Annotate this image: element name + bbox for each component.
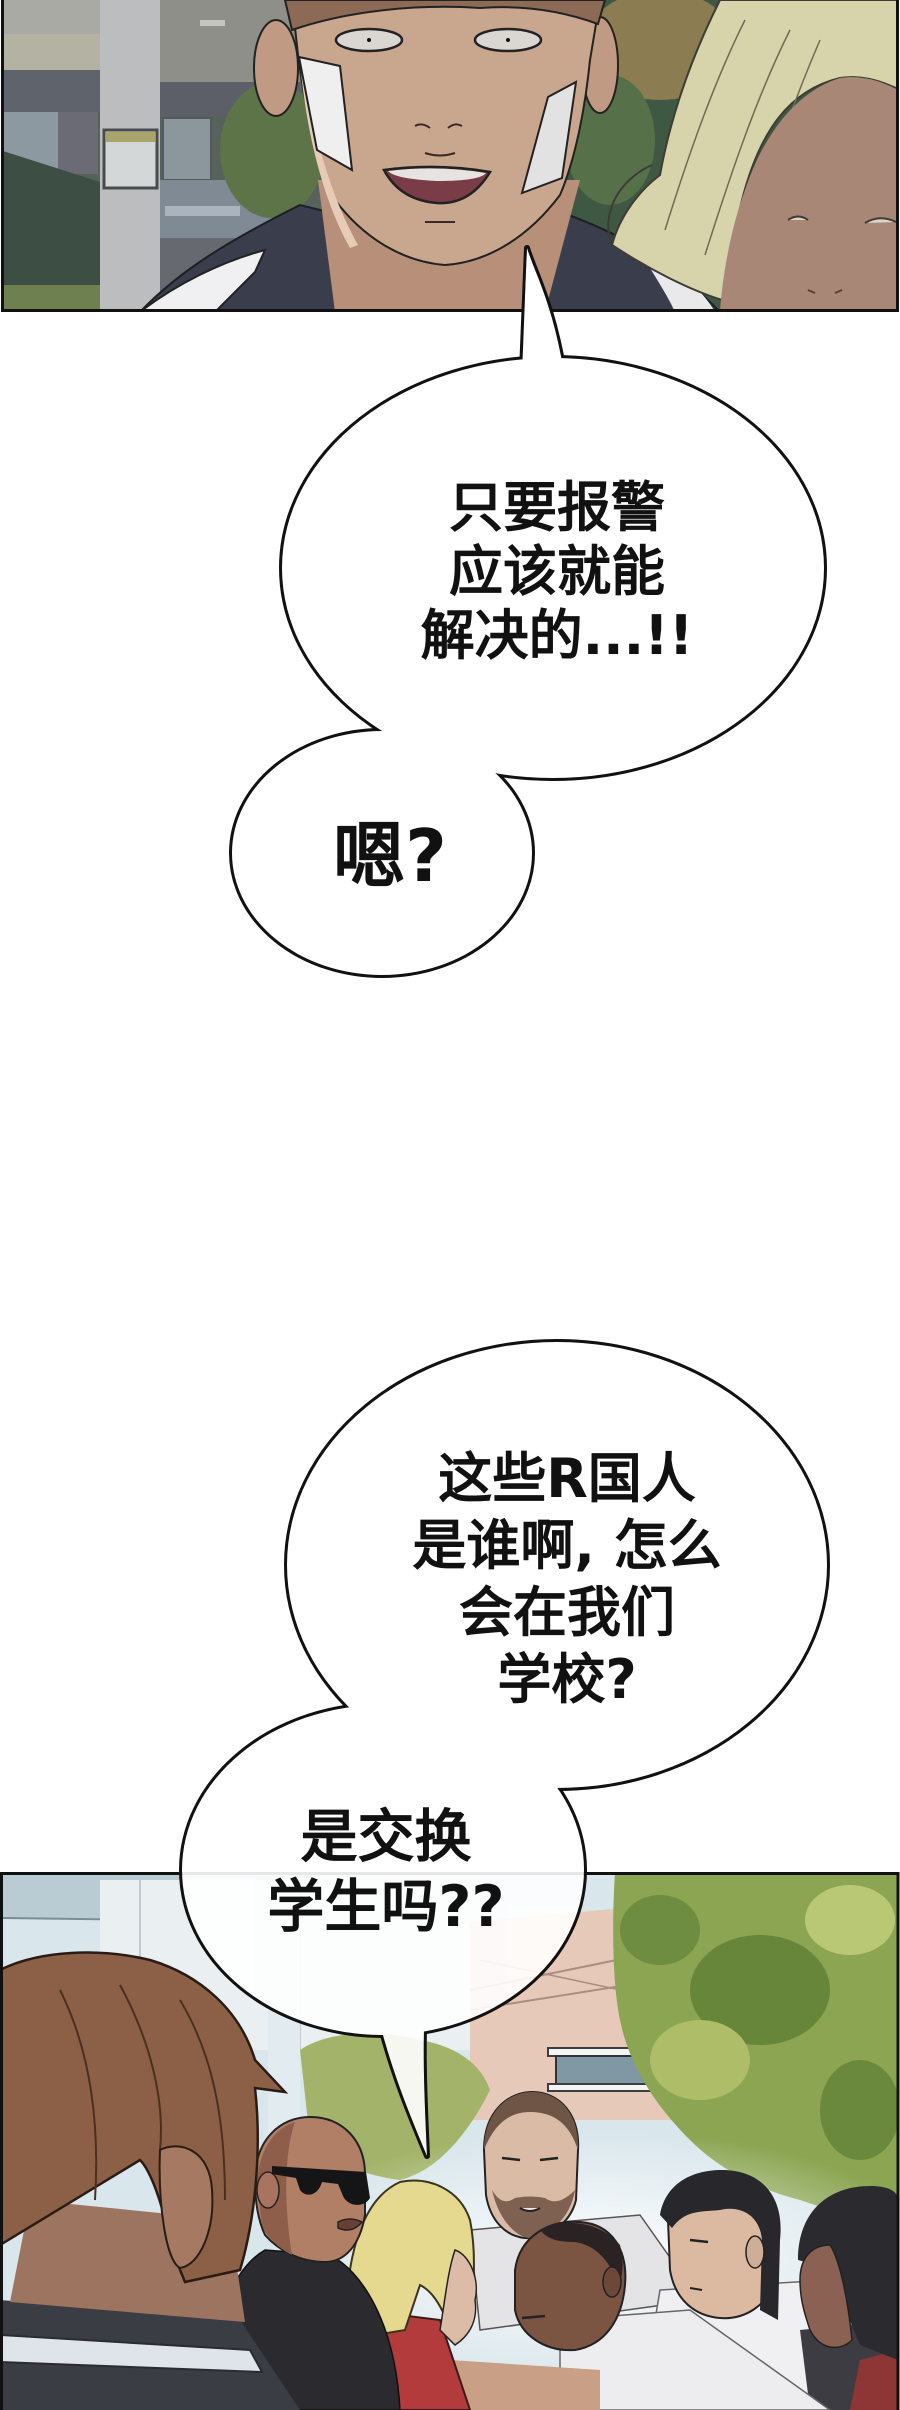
tree-foliage-right (613, 1873, 897, 2240)
hair-loop (607, 164, 653, 246)
tree (220, 82, 324, 218)
teeth (388, 168, 486, 181)
mouth (519, 2207, 541, 2212)
ear (745, 2235, 765, 2269)
bandage-left (297, 55, 354, 172)
foliage-shadow (820, 2060, 897, 2160)
speech-bubble-3-text: 这些R国人 是谁啊, 怎么 会在我们 学校? (367, 1445, 767, 1713)
panel-top (3, 0, 897, 310)
hair (798, 2186, 897, 2360)
lips (337, 2218, 364, 2231)
bandage-right (520, 80, 578, 195)
window-ledge-bottom (547, 2083, 664, 2092)
dialogue-line: 只要报警 (449, 476, 665, 539)
character-blonde-woman (607, 0, 897, 310)
ear (256, 2171, 280, 2209)
pupil-left (367, 38, 371, 42)
foliage-shadow (690, 1935, 830, 2045)
hair-strand (664, 19, 746, 231)
hair-strand (179, 1999, 226, 2201)
face-profile (439, 2249, 477, 2346)
panel-bottom (3, 1873, 897, 2410)
building-dark-wall (3, 70, 100, 112)
mouth (521, 2314, 546, 2320)
sunglasses (272, 2166, 370, 2205)
bubble-outlines (179, 1339, 830, 2159)
character-dark-skinned-man (514, 2220, 832, 2410)
dialogue-line: 解决的...!! (420, 604, 694, 667)
hair (283, 0, 607, 32)
dialogue-line: 应该就能 (449, 540, 665, 603)
speech-bubble-2-text: 嗯? (290, 815, 490, 897)
dialogue-line: 学生吗?? (267, 1874, 505, 1940)
dialogue-line: 这些R国人 (438, 1447, 696, 1510)
face (799, 2244, 853, 2349)
mouth (689, 2287, 703, 2291)
bubble-outlines (229, 245, 827, 978)
pillar-sign-strip (106, 132, 155, 142)
nostril-right (447, 123, 463, 129)
dialogue-line: 会在我们 (459, 1581, 675, 1644)
speech-bubble-2 (232, 731, 532, 975)
speech-bubble-cluster-2 (179, 1339, 830, 2159)
hair (484, 2092, 579, 2150)
speech-bubble-3 (287, 1342, 827, 1788)
speech-bubble-1 (282, 358, 824, 778)
panel-top-border (1, 0, 899, 312)
eye-right (864, 217, 897, 224)
speech-bubble-4 (182, 1705, 584, 2035)
clothes-red-trim (850, 2350, 897, 2410)
philtrum (424, 152, 456, 157)
ear-left (253, 19, 299, 117)
shirt-collar (3, 2334, 264, 2374)
eyes (501, 2156, 559, 2162)
eye-left (787, 215, 809, 221)
hair-strand (119, 1984, 162, 2151)
ear (602, 2266, 622, 2298)
speech-bubble-1-tail-outline (519, 245, 567, 375)
hair-strand (704, 29, 791, 256)
bushes (3, 150, 100, 290)
nostril-left (414, 123, 431, 129)
dialogue-line: 是谁啊, 怎么 (412, 1514, 722, 1577)
pupil-right (506, 38, 510, 42)
bubble-fills (182, 1342, 827, 2156)
foliage-light (650, 2020, 750, 2100)
character-bandaged-guy (140, 0, 720, 310)
dialogue-line: 是交换 (300, 1804, 472, 1870)
dialogue-line: 嗯? (333, 814, 447, 898)
foliage (613, 1873, 897, 2240)
building-right-window (162, 117, 212, 181)
building-roof-band (3, 34, 100, 70)
blonde-face (720, 77, 897, 310)
building-upper-wall (3, 0, 100, 34)
speech-bubble-2-outline (229, 728, 535, 978)
character-girl-right (798, 2186, 897, 2410)
speech-bubble-1-tail (522, 248, 564, 372)
speech-bubble-4-tail-outline (378, 2025, 430, 2159)
nose (807, 289, 843, 294)
eye (689, 2238, 709, 2244)
arm (450, 2360, 600, 2410)
hair (540, 2222, 623, 2285)
foliage-light (805, 1885, 895, 1955)
foliage-green (565, 75, 655, 205)
ear (158, 2145, 214, 2270)
shirt-collar-left (141, 248, 267, 310)
building-ledge (165, 206, 240, 216)
foliage-shadow (620, 1895, 700, 1965)
speech-bubble-1-text: 只要报警 应该就能 解决的...!! (357, 476, 757, 668)
speech-bubble-1-outline (279, 355, 827, 781)
roof-light (200, 20, 225, 26)
building-door (58, 112, 98, 174)
hair (660, 2170, 781, 2320)
hair-strand (59, 1989, 98, 2201)
speech-bubble-cluster-1 (229, 245, 827, 978)
bubble-fills (232, 248, 824, 975)
dialogue-line: 学校? (497, 1648, 637, 1711)
grass (3, 285, 100, 310)
speech-bubble-4-text: 是交换 学生吗?? (236, 1802, 536, 1942)
character-brown-haired-foreground (3, 1951, 300, 2410)
